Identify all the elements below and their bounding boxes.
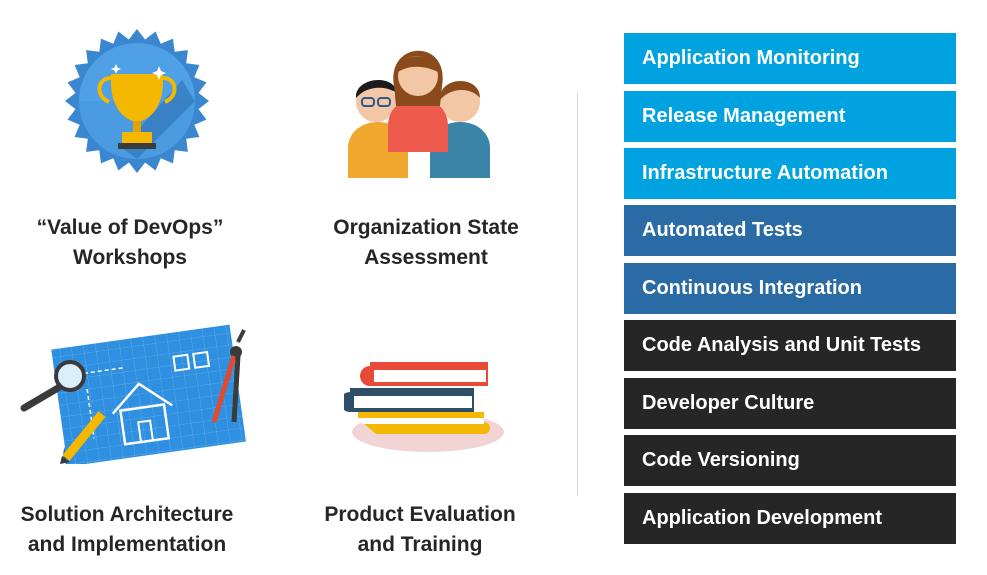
stack-layer-label: Code Versioning [642,449,800,471]
stack-layer: Automated Tests [624,205,956,256]
service-product-evaluation: Product Evaluation and Training [290,300,550,575]
stack-layer-label: Code Analysis and Unit Tests [642,334,921,356]
service-solution-architecture: Solution Architecture and Implementation [0,300,260,575]
team-people-icon [344,40,494,180]
stack-layer: Infrastructure Automation [624,148,956,199]
service-devops-workshops: “Value of DevOps” Workshops [0,0,260,280]
stack-layer: Application Development [624,493,956,544]
stack-layer-label: Continuous Integration [642,277,862,299]
section-divider [577,92,578,496]
stack-layer-label: Infrastructure Automation [642,162,888,184]
service-caption-line2: Assessment [364,246,488,269]
stack-layer: Code Analysis and Unit Tests [624,320,956,371]
service-organization-assessment: Organization State Assessment [296,0,556,280]
service-caption-line2: Workshops [73,246,187,269]
stack-layer-label: Release Management [642,105,846,127]
stack-layer: Release Management [624,91,956,142]
service-caption-line1: Organization State [333,216,519,239]
stack-layer: Code Versioning [624,435,956,486]
trophy-badge-icon [64,28,210,174]
stack-layer-label: Developer Culture [642,392,815,414]
stack-layer: Application Monitoring [624,33,956,84]
stack-layer-label: Automated Tests [642,219,803,241]
service-caption-line1: Solution Architecture [20,503,234,526]
service-caption-line1: Product Evaluation [324,503,516,526]
stack-layer-label: Application Monitoring [642,47,860,69]
blueprint-icon [18,322,250,467]
stack-layer: Developer Culture [624,378,956,429]
books-stack-icon [340,340,504,460]
stack-layer-label: Application Development [642,507,883,529]
service-caption-line2: and Training [357,533,483,556]
service-caption-line2: and Implementation [27,533,227,556]
stack-layer: Continuous Integration [624,263,956,314]
service-caption-line1: “Value of DevOps” [36,216,224,239]
